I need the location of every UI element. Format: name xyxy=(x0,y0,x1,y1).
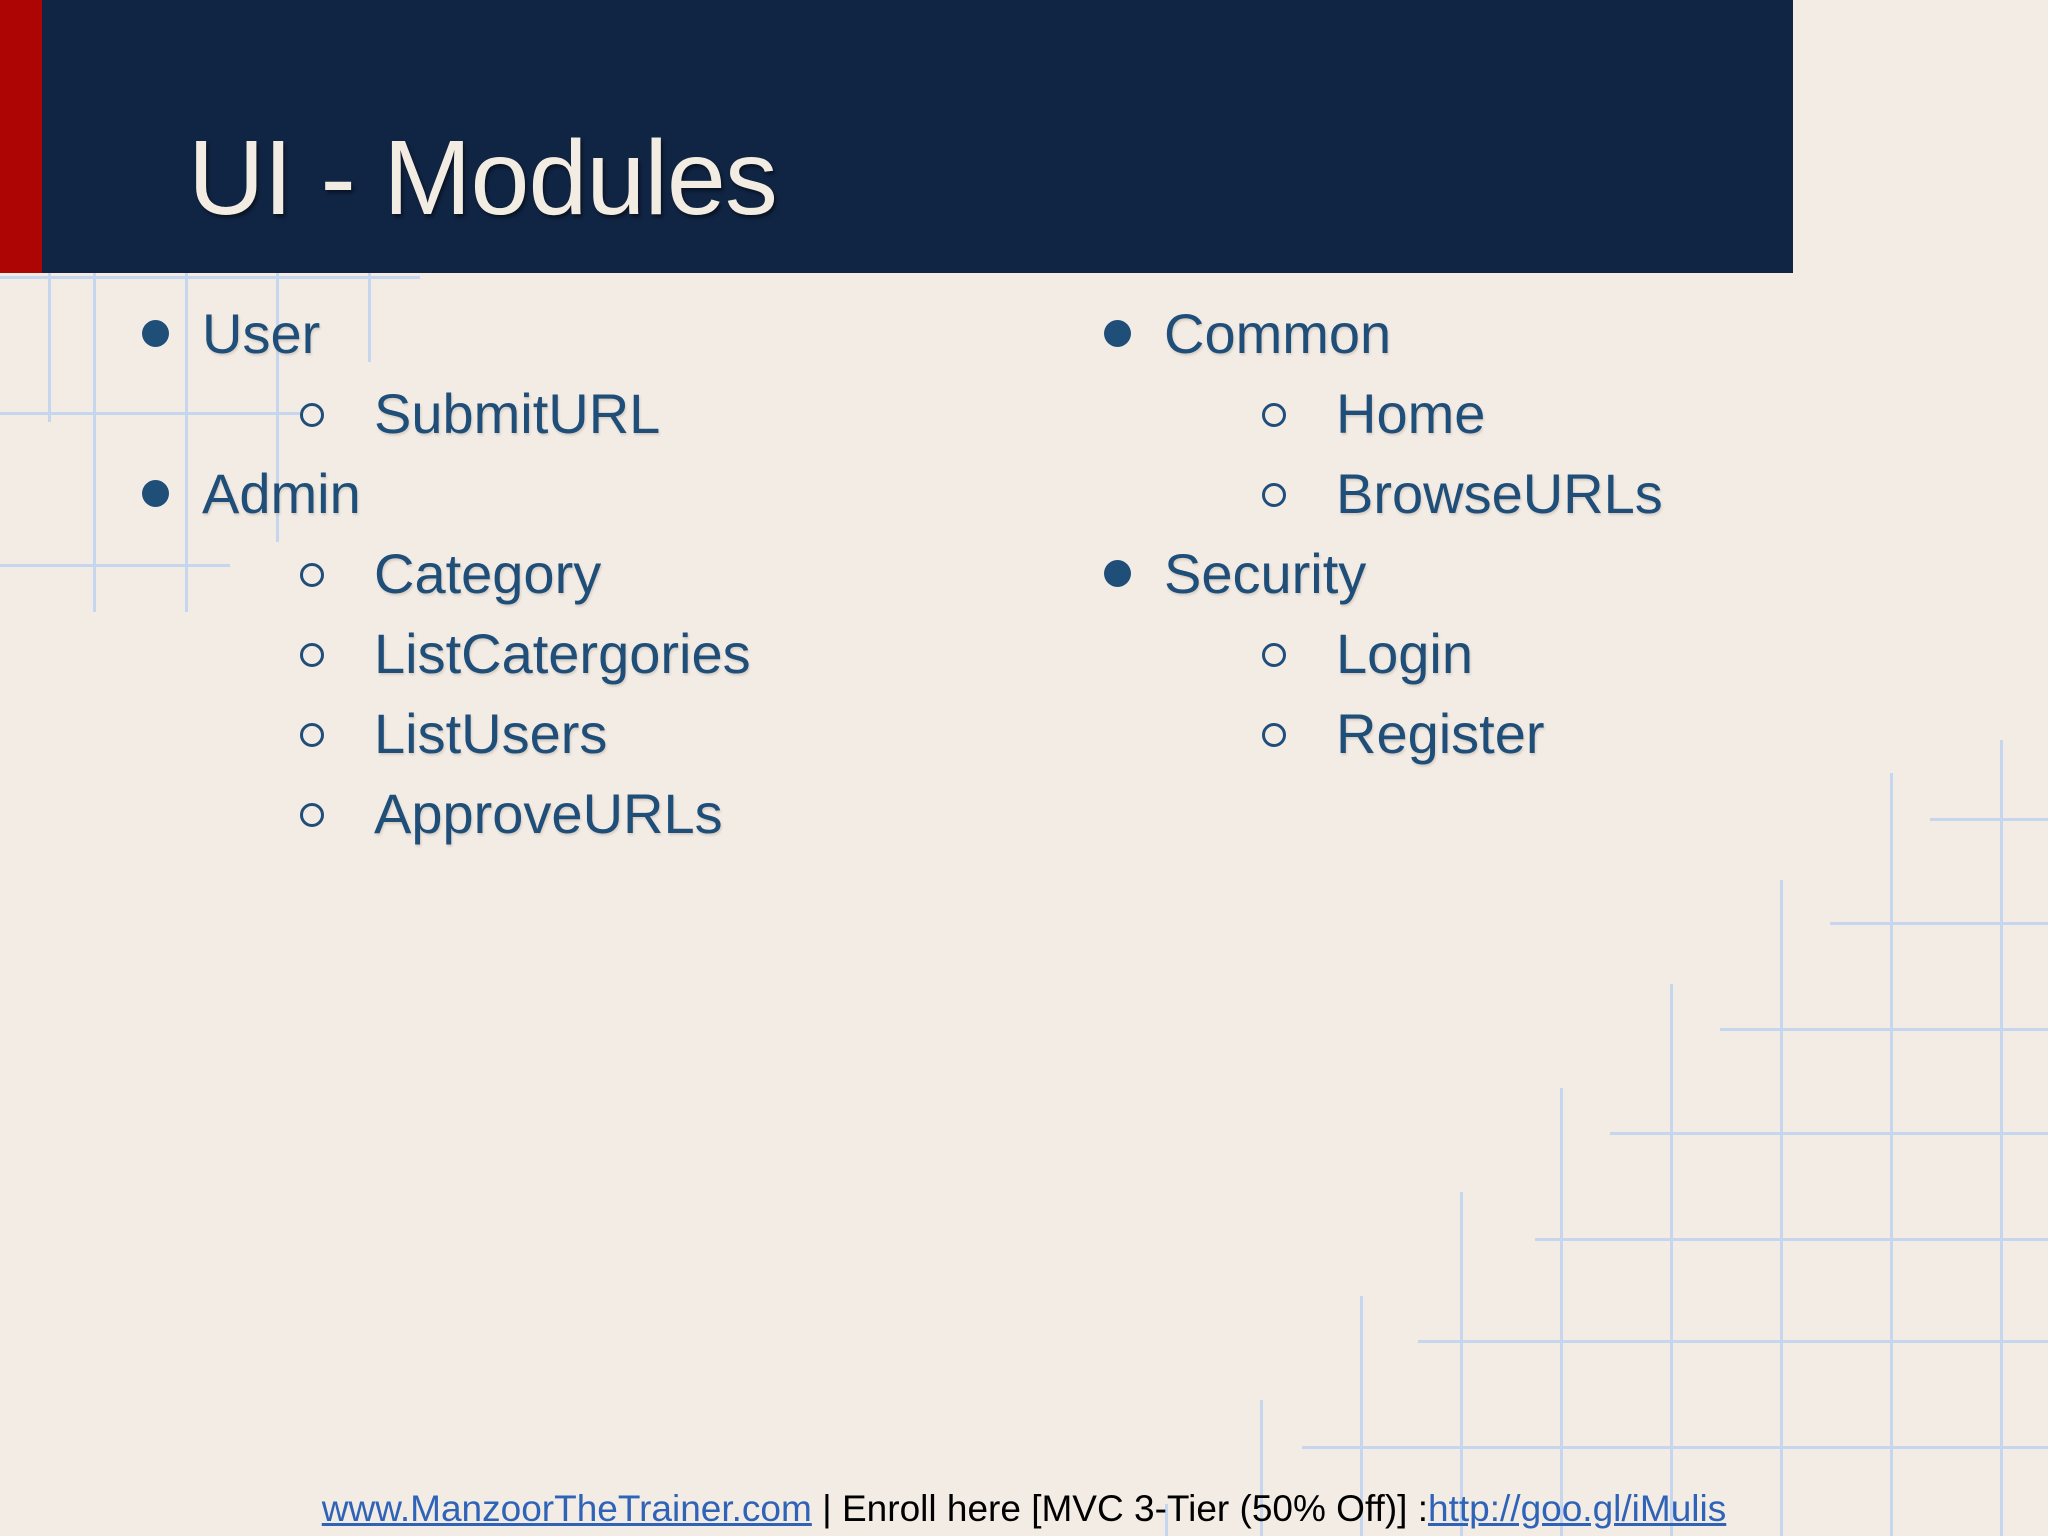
bullet-circle-icon xyxy=(300,723,324,748)
bullet-circle-icon xyxy=(300,643,324,668)
bullet-circle-icon xyxy=(1262,483,1286,508)
bullet-dot-icon xyxy=(1104,560,1131,588)
bullet-dot-icon xyxy=(142,480,169,508)
submodule-list-common: Home BrowseURLs xyxy=(1164,381,1942,527)
module-group-security: Security Login Register xyxy=(1082,541,1942,767)
module-list-right: Common Home BrowseURLs Secur xyxy=(1082,301,1942,767)
submodule-item: Home xyxy=(1164,381,1942,447)
submodule-label: SubmitURL xyxy=(374,382,661,446)
module-list-left: User SubmitURL Admin Category xyxy=(120,301,980,848)
bullet-dot-icon xyxy=(142,320,169,347)
submodule-label: Login xyxy=(1336,622,1474,686)
submodule-label: BrowseURLs xyxy=(1336,462,1663,526)
bullet-circle-icon xyxy=(1262,643,1286,668)
submodule-label: ListUsers xyxy=(374,702,608,766)
submodule-label: Home xyxy=(1336,382,1486,446)
module-group-label: Admin xyxy=(202,462,361,526)
module-group-label: User xyxy=(202,302,321,365)
footer-text: | Enroll here [MVC 3-Tier (50% Off)] : xyxy=(811,1488,1429,1529)
submodule-label: ListCatergories xyxy=(374,622,751,686)
title-band: UI - Modules xyxy=(0,0,1793,273)
submodule-list-admin: Category ListCatergories ListUsers xyxy=(202,541,980,847)
submodule-item: Register xyxy=(1164,701,1942,767)
submodule-list-user: SubmitURL xyxy=(202,381,980,447)
red-accent-bar xyxy=(0,0,42,273)
bullet-circle-icon xyxy=(1262,723,1286,748)
submodule-item: ApproveURLs xyxy=(202,781,980,847)
module-group-admin: Admin Category ListCatergories ListUs xyxy=(120,461,980,847)
bullet-circle-icon xyxy=(300,403,324,428)
submodule-item: Login xyxy=(1164,621,1942,687)
submodule-item: ListUsers xyxy=(202,701,980,767)
module-group-user: User SubmitURL xyxy=(120,301,980,447)
footer-site-link[interactable]: www.ManzoorTheTrainer.com xyxy=(321,1488,812,1529)
submodule-item: BrowseURLs xyxy=(1164,461,1942,527)
slide-body: User SubmitURL Admin Category xyxy=(0,273,2048,1433)
submodule-label: Register xyxy=(1336,702,1545,766)
submodule-label: ApproveURLs xyxy=(374,782,723,846)
footer: www.ManzoorTheTrainer.com | Enroll here … xyxy=(0,1488,2048,1530)
module-group-label: Common xyxy=(1164,302,1392,365)
submodule-item: ListCatergories xyxy=(202,621,980,687)
submodule-list-security: Login Register xyxy=(1164,621,1942,767)
bullet-dot-icon xyxy=(1104,320,1131,347)
module-column-left: User SubmitURL Admin Category xyxy=(120,301,980,862)
bullet-circle-icon xyxy=(300,803,324,828)
bullet-circle-icon xyxy=(300,563,324,588)
module-group-label: Security xyxy=(1164,542,1367,606)
submodule-item: Category xyxy=(202,541,980,607)
module-group-common: Common Home BrowseURLs xyxy=(1082,301,1942,527)
bullet-circle-icon xyxy=(1262,403,1286,428)
module-column-right: Common Home BrowseURLs Secur xyxy=(1082,301,1942,781)
footer-promo-link[interactable]: http://goo.gl/iMulis xyxy=(1428,1488,1727,1529)
submodule-label: Category xyxy=(374,542,602,606)
page-title: UI - Modules xyxy=(188,119,778,237)
submodule-item: SubmitURL xyxy=(202,381,980,447)
